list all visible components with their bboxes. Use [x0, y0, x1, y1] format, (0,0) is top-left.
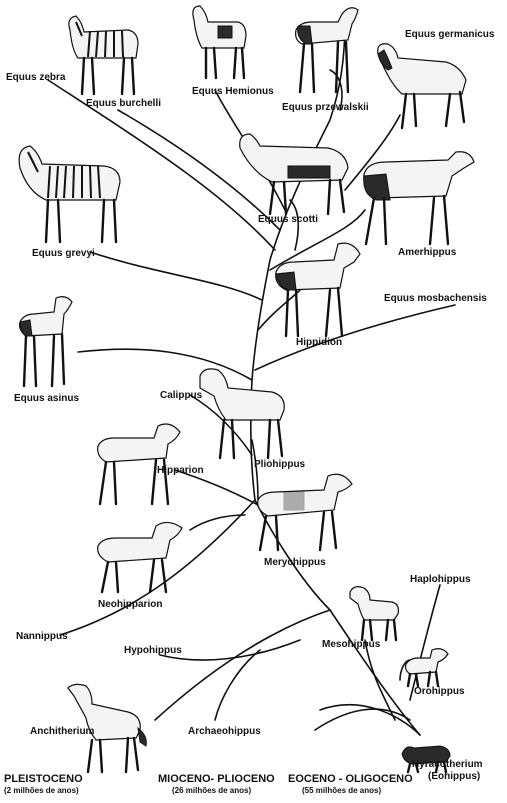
label-eohippus: (Eohippus) [428, 771, 480, 782]
pliohippus-figure [199, 368, 285, 460]
label-equus-burchelli: Equus burchelli [86, 98, 161, 109]
branch-haplohippus [409, 584, 441, 701]
branch-eocene-curl [314, 708, 411, 731]
label-mesohippus: Mesohippus [322, 639, 381, 650]
equus-germanicus-figure [377, 43, 467, 130]
amerhippus-figure [363, 151, 475, 246]
label-neohipparion: Neohipparion [98, 599, 162, 610]
label-orohippus: Orohippus [414, 686, 465, 697]
hipparion-figure [97, 423, 181, 506]
label-hippidion: Hippidion [296, 337, 342, 348]
label-merychippus: Merychippus [264, 557, 326, 568]
label-equus-grevyi: Equus grevyi [32, 248, 95, 259]
branch-trunk-upper [251, 19, 346, 381]
branch-equus-mosbachensis [254, 304, 456, 371]
equus-asinus-figure [19, 296, 73, 388]
branch-equus-zebra [47, 79, 276, 251]
label-equus-mosbachensis: Equus mosbachensis [384, 293, 487, 304]
equus-burchelli-figure [68, 15, 139, 96]
label-equus-asinus: Equus asinus [14, 393, 79, 404]
branch-hipparion [174, 469, 259, 506]
hippidion-figure [275, 242, 361, 338]
branch-neohipparion [189, 514, 246, 531]
label-anchitherium: Anchitherium [30, 726, 95, 737]
branch-mesohippus [364, 639, 396, 721]
era-name-pleistocene: PLEISTOCENO [4, 773, 83, 785]
label-equus-przewalskii: Equus przewalskii [282, 102, 369, 113]
equus-przewalskii-figure [295, 7, 359, 94]
branch-hypohippus [159, 639, 301, 661]
era-captions: PLEISTOCENO (2 milhões de anos) MIOCENO-… [4, 773, 413, 795]
label-equus-zebra: Equus zebra [6, 72, 66, 83]
branch-archaeohippus [214, 649, 261, 721]
orohippus-figure [404, 648, 449, 688]
label-haplohippus: Haplohippus [410, 574, 471, 585]
era-age-eocene-oligocene: (55 milhões de anos) [302, 786, 381, 795]
era-age-pleistocene: (2 milhões de anos) [4, 786, 79, 795]
branch-hippidion [257, 289, 301, 331]
mesohippus-figure [349, 586, 399, 642]
era-name-eocene-oligocene: EOCENO - OLIGOCENO [288, 773, 413, 785]
equus-grevyi-figure [18, 145, 121, 244]
label-amerhippus: Amerhippus [398, 247, 457, 258]
equus-scotti-figure [239, 133, 349, 216]
label-hypohippus: Hypohippus [124, 645, 182, 656]
era-age-miocene-pliocene: (26 milhões de anos) [172, 786, 251, 795]
animal-figures [18, 5, 475, 774]
neohipparion-figure [97, 521, 183, 594]
branch-anchitherium [154, 609, 331, 721]
merychippus-figure [257, 473, 353, 552]
branch-equus-asinus [77, 348, 253, 381]
label-equus-hemionus: Equus Hemionus [192, 86, 274, 97]
hyracotherium-figure [401, 745, 451, 774]
branch-equus-grevyi [89, 251, 263, 301]
label-hipparion: Hipparion [157, 465, 204, 476]
label-calippus: Calippus [160, 390, 203, 401]
era-name-miocene-pliocene: MIOCENO- PLIOCENO [158, 773, 275, 785]
label-equus-scotti: Equus scotti [258, 214, 318, 225]
label-nannippus: Nannippus [16, 631, 68, 642]
anchitherium-figure [67, 683, 147, 774]
branch-equus-scotti [289, 199, 300, 251]
branch-equus-przewalskii [329, 69, 343, 111]
branch-pliohippus [251, 439, 259, 501]
tree-branches [47, 19, 456, 736]
species-labels: Equus zebra Equus burchelli Equus Hemion… [6, 29, 495, 782]
label-equus-germanicus: Equus germanicus [405, 29, 495, 40]
label-archaeohippus: Archaeohippus [188, 726, 261, 737]
branch-equus-burchelli [117, 109, 281, 231]
branch-equus-germanicus [344, 114, 401, 191]
label-pliohippus: Pliohippus [254, 459, 306, 470]
equus-hemionus-figure [192, 5, 247, 80]
branch-nannippus [59, 499, 256, 636]
label-hyracotherium: Hyracotherium [412, 759, 483, 770]
branch-amerhippus [269, 209, 366, 271]
